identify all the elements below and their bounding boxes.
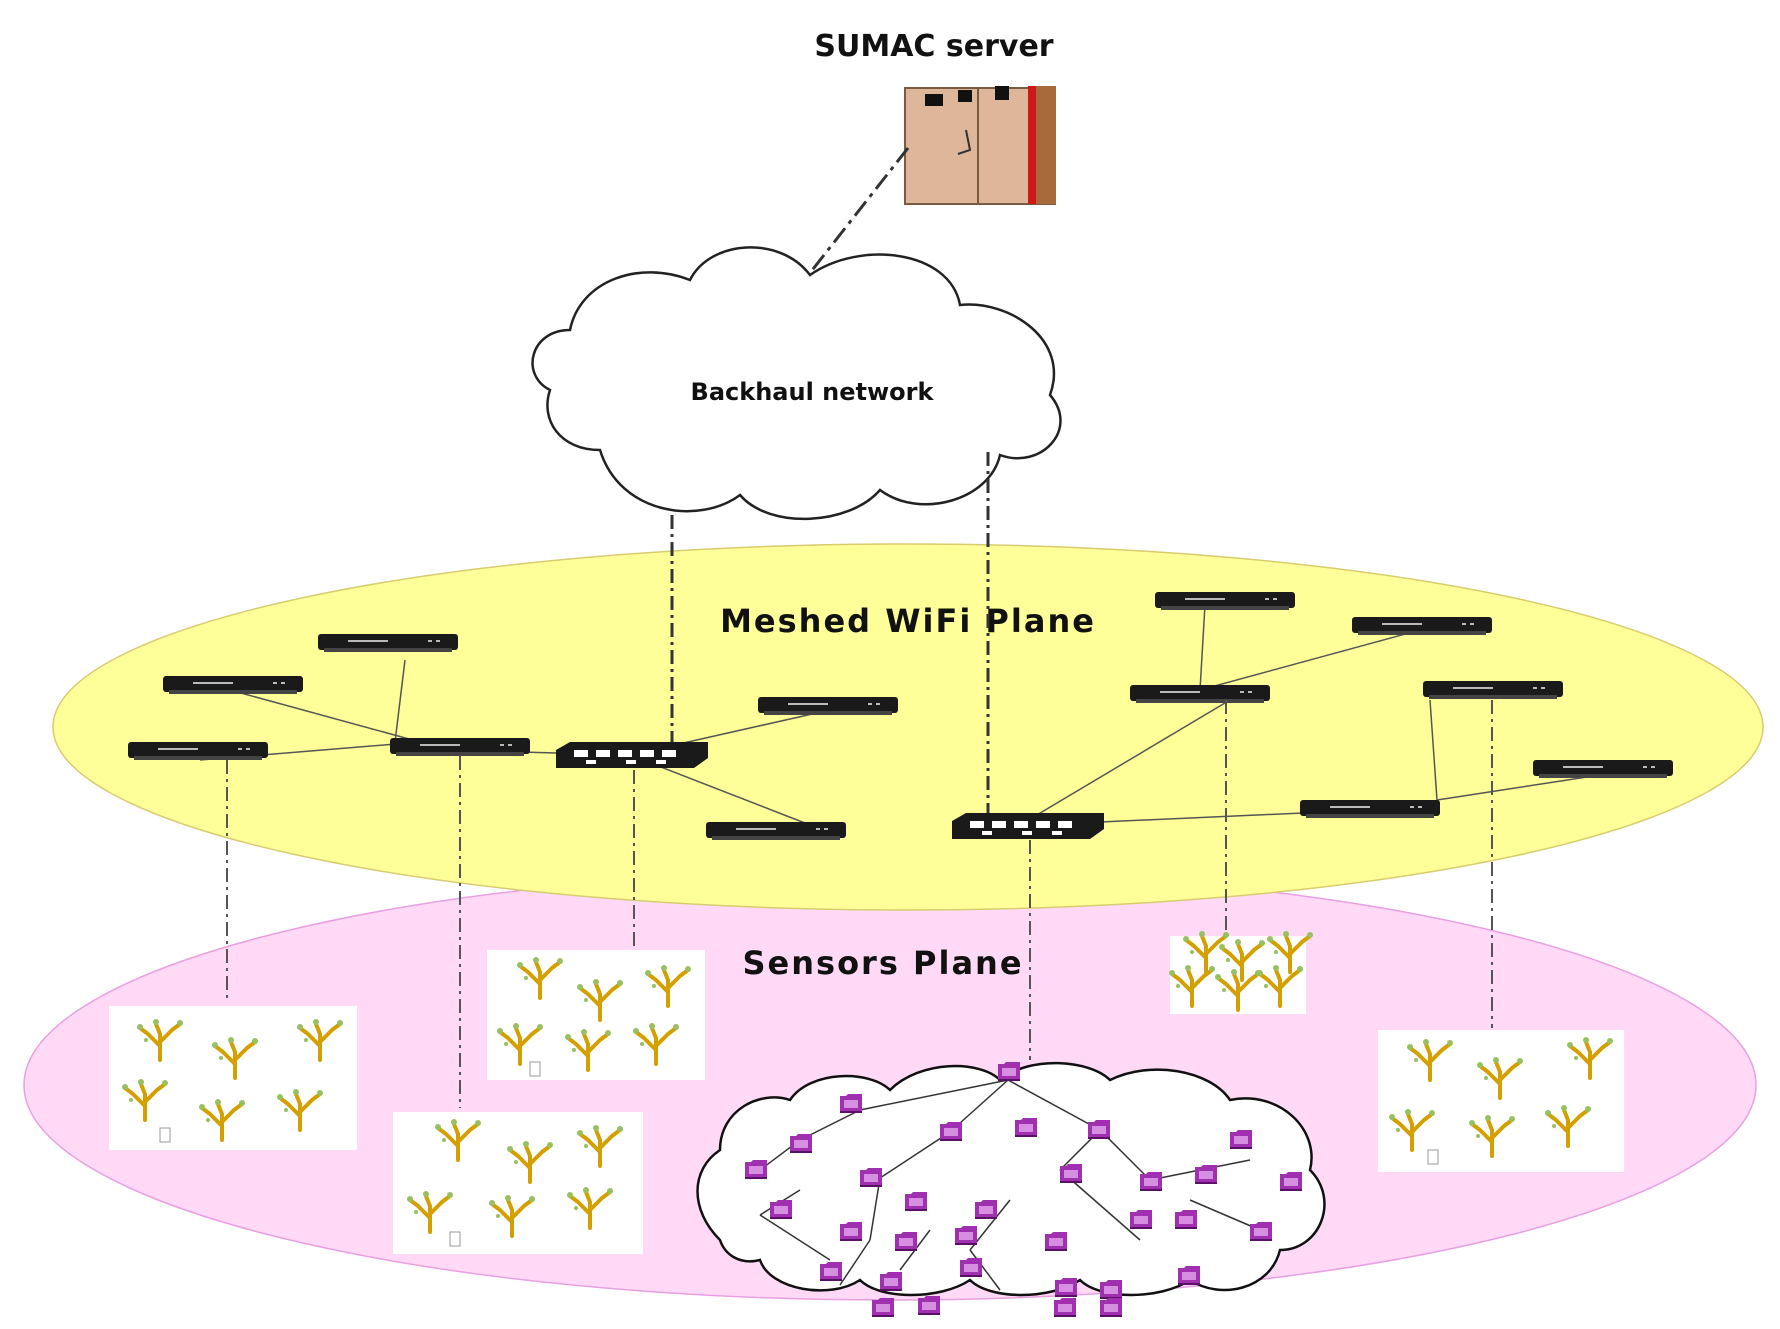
sensor-node-icon	[1053, 1297, 1077, 1317]
sensor-node-icon	[1279, 1171, 1303, 1191]
access-point-icon	[706, 822, 846, 840]
sensor-node-icon	[894, 1231, 918, 1251]
sensor-node-icon	[1059, 1163, 1083, 1183]
sensor-node-icon	[769, 1199, 793, 1219]
sensor-node-icon	[1129, 1209, 1153, 1229]
sensor-node-icon	[839, 1221, 863, 1241]
sensor-node-icon	[1174, 1209, 1198, 1229]
access-point-icon	[318, 634, 458, 652]
sensor-node-icon	[1087, 1119, 1111, 1139]
sensor-node-icon	[1229, 1129, 1253, 1149]
backhaul-gateway-links	[670, 452, 990, 813]
server-title: SUMAC server	[814, 29, 1053, 64]
sensor-node-icon	[879, 1271, 903, 1291]
tree-sensor-field-icon	[109, 1006, 357, 1150]
sensor-node-icon	[1249, 1221, 1273, 1241]
access-point-icon	[758, 697, 898, 715]
sensor-node-icon	[997, 1061, 1021, 1081]
gateway-switch-icon	[556, 742, 708, 768]
server-backhaul-link	[804, 147, 910, 279]
tree-sensor-field-icon	[1378, 1030, 1624, 1172]
wifi-sensor-links	[226, 700, 1493, 1108]
wifi-plane-label: Meshed WiFi Plane	[720, 602, 1096, 640]
sensor-node-icon	[1139, 1171, 1163, 1191]
access-point-icon	[1155, 592, 1295, 610]
sensor-node-icon	[859, 1167, 883, 1187]
sensor-node-icon	[917, 1295, 941, 1315]
access-point-icon	[1352, 617, 1492, 635]
sensor-node-icon	[1099, 1279, 1123, 1299]
sensor-node-icon	[1014, 1117, 1038, 1137]
sensor-node-icon	[1054, 1277, 1078, 1297]
sensor-node-icon	[1099, 1297, 1123, 1317]
access-point-icon	[1130, 685, 1270, 703]
access-point-icon	[128, 742, 268, 760]
server-icon	[904, 86, 1056, 205]
gateway-switch-icon	[952, 813, 1104, 839]
sensor-node-icon	[1177, 1265, 1201, 1285]
sensor-node-icon	[974, 1199, 998, 1219]
sensor-node-icon	[959, 1257, 983, 1277]
access-point-icon	[390, 738, 530, 756]
access-point-icon	[1300, 800, 1440, 818]
sensor-node-icon	[1194, 1164, 1218, 1184]
backhaul-label: Backhaul network	[691, 378, 935, 406]
sensor-node-icon	[939, 1121, 963, 1141]
sensor-node-icon	[954, 1225, 978, 1245]
tree-sensor-field-icon	[1167, 929, 1315, 1014]
tree-sensor-field-icon	[487, 950, 705, 1080]
sensors-plane-label: Sensors Plane	[742, 944, 1023, 982]
sensor-node-icon	[904, 1191, 928, 1211]
wifi-plane	[52, 543, 1764, 911]
sensor-node-icon	[839, 1093, 863, 1113]
access-point-icon	[1533, 760, 1673, 778]
sensor-node-icon	[871, 1297, 895, 1317]
sensor-node-icon	[744, 1159, 768, 1179]
sensor-node-icon	[1044, 1231, 1068, 1251]
sensor-node-icon	[819, 1261, 843, 1281]
access-point-icon	[163, 676, 303, 694]
tree-sensor-field-icon	[393, 1112, 643, 1254]
sensor-node-icon	[789, 1133, 813, 1153]
cloud-icon	[531, 246, 1062, 520]
access-point-icon	[1423, 681, 1563, 699]
